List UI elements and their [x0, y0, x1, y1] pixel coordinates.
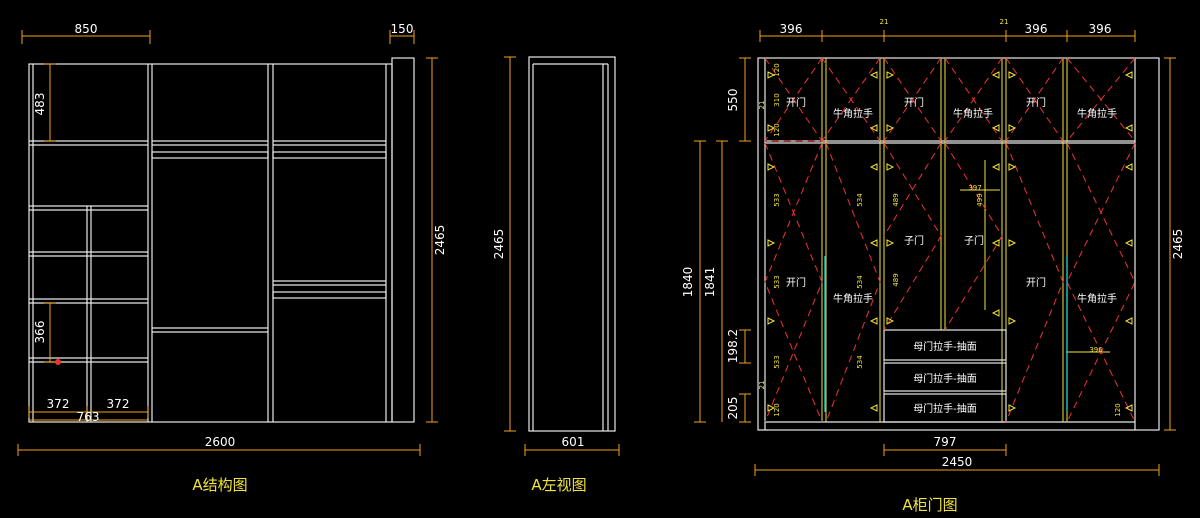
- label-drawer-1: 母门拉手-抽面: [913, 340, 977, 353]
- dim-483: 483: [33, 93, 47, 116]
- door-dim-489-a: 489: [892, 193, 900, 206]
- dim-366: 366: [33, 321, 47, 344]
- side-dim-2465: 2465: [492, 229, 506, 260]
- doors-view: 396 21 21 396 396 550 1840 1841 198.2 20…: [681, 18, 1185, 514]
- dim-763: 763: [77, 410, 100, 424]
- side-view: 2465 601 A左视图: [492, 56, 620, 494]
- door-dim-120-a: 120: [773, 63, 781, 76]
- door-dim-1840: 1840: [681, 267, 695, 298]
- structure-view: 850 150 483 2465 366 372 372 763 2600 A结…: [17, 22, 447, 494]
- door-dim-top-3: 21: [1000, 18, 1009, 26]
- structure-outer-frame: [28, 63, 393, 423]
- label-open-door-3: 开门: [1026, 96, 1046, 109]
- dim-2465-right: 2465: [433, 225, 447, 256]
- door-dim-533-a: 533: [773, 193, 781, 206]
- drawer-face-3: [883, 393, 1007, 423]
- door-dim-310: 310: [773, 93, 781, 106]
- label-horn-handle-4: 牛角拉手: [833, 292, 873, 305]
- dim-2600: 2600: [205, 435, 236, 449]
- label-open-door-4: 开门: [786, 276, 806, 289]
- label-drawer-3: 母门拉手-抽面: [913, 402, 977, 415]
- door-dim-533-c: 533: [773, 355, 781, 368]
- label-open-door-5: 开门: [1026, 276, 1046, 289]
- marker-dot: [55, 359, 61, 365]
- door-dim-534-b: 534: [856, 275, 864, 289]
- door-dim-top-4: 396: [1025, 22, 1048, 36]
- door-dim-797: 797: [934, 435, 957, 449]
- door-dim-21-a: 21: [758, 101, 766, 110]
- door-dim-499: 499: [976, 193, 984, 206]
- side-title: A左视图: [531, 476, 586, 494]
- door-dim-21-b: 21: [758, 381, 766, 390]
- door-dim-2465: 2465: [1171, 229, 1185, 260]
- door-dim-205: 205: [726, 397, 740, 420]
- label-child-door-2: 子门: [964, 234, 984, 247]
- door-dim-120-d: 120: [1114, 403, 1122, 416]
- dim-850: 850: [75, 22, 98, 36]
- door-dim-top-2: 21: [880, 18, 889, 26]
- label-horn-handle-2: 牛角拉手: [953, 107, 993, 120]
- door-dim-120-b: 120: [773, 123, 781, 136]
- label-horn-handle-3: 牛角拉手: [1077, 107, 1117, 120]
- door-dim-top-1: 396: [780, 22, 803, 36]
- door-dim-534-c: 534: [856, 355, 864, 369]
- door-dim-198-2: 198.2: [726, 329, 740, 363]
- door-dim-534-a: 534: [856, 193, 864, 207]
- label-child-door-1: 子门: [904, 234, 924, 247]
- door-dim-2450: 2450: [942, 455, 973, 469]
- doors-outer-frame: [757, 57, 1160, 431]
- structure-side-panel: [391, 57, 415, 423]
- dim-372-b: 372: [107, 397, 130, 411]
- dim-372-a: 372: [47, 397, 70, 411]
- door-dim-397: 397: [968, 184, 981, 192]
- label-open-door-2: 开门: [904, 96, 924, 109]
- door-dim-489-b: 489: [892, 273, 900, 286]
- structure-title: A结构图: [192, 476, 247, 494]
- label-horn-handle-5: 牛角拉手: [1077, 292, 1117, 305]
- door-dim-396: 396: [1089, 346, 1103, 354]
- door-dim-120-c: 120: [773, 403, 781, 416]
- drawer-face-2: [883, 362, 1007, 392]
- doors-title: A柜门图: [902, 496, 957, 514]
- side-dim-601: 601: [562, 435, 585, 449]
- door-dim-533-b: 533: [773, 275, 781, 288]
- label-open-door-1: 开门: [786, 96, 806, 109]
- side-outer-frame: [528, 56, 616, 432]
- label-horn-handle-1: 牛角拉手: [833, 107, 873, 120]
- door-dim-550: 550: [726, 89, 740, 112]
- door-dim-top-5: 396: [1089, 22, 1112, 36]
- dim-150: 150: [391, 22, 414, 36]
- door-dim-1841: 1841: [703, 267, 717, 298]
- label-drawer-2: 母门拉手-抽面: [913, 372, 977, 385]
